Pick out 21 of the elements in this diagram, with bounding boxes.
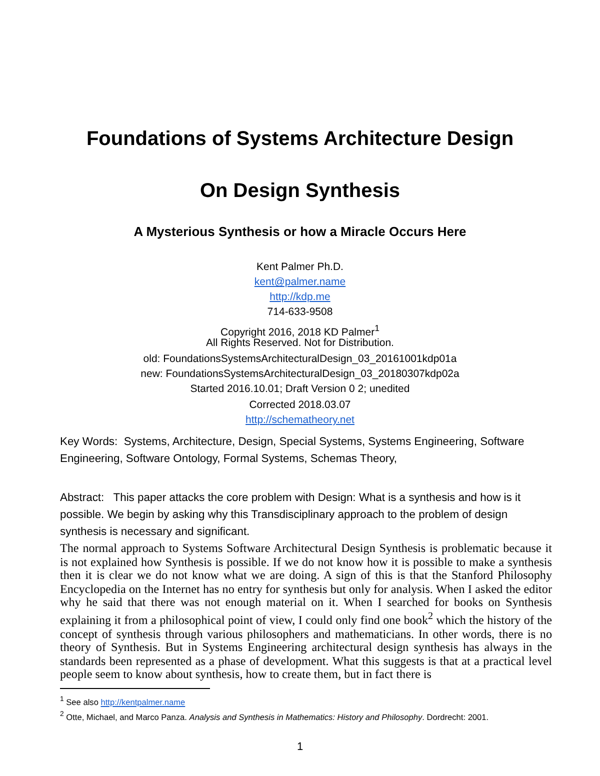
footnote: $^{2}$ Otte, Michael, and Marco Panza. Analysis and Synthesis in Mathematics: History and Philosophy. Dordrecht: 2001. bbox=[60, 710, 490, 722]
link: http://kdp.me bbox=[270, 291, 330, 304]
author-info-line: All Rights Reserved. Not for Distribution. bbox=[205, 337, 395, 350]
author-info-line: old: FoundationsSystemsArchitecturalDesign_03_20161001kdp01a bbox=[142, 353, 458, 366]
footnote: $^{1}$ See also http://kentpalmer.name bbox=[60, 695, 186, 707]
author-info-line: Corrected 2018.03.07 bbox=[248, 399, 352, 412]
author-info-line: Started 2016.10.01; Draft Version 0 2; unedited bbox=[189, 383, 411, 396]
document-title: Foundations of Systems Architecture Design bbox=[85, 128, 515, 151]
author-info-line: 714-633-9508 bbox=[266, 306, 334, 319]
author-info-line: Copyright 2016, 2018 KD Palmer$^{1}$ bbox=[220, 322, 380, 338]
paragraph: Key Words: Systems, Architecture, Design, Special Systems, Systems Engineering, Software Engineering, Software Ontology, Formal Systems, Schemas Theory, bbox=[60, 435, 526, 467]
page-number: 1 bbox=[296, 741, 304, 753]
link: http://kentpalmer.name bbox=[100, 696, 186, 707]
section-heading: On Design Synthesis bbox=[198, 180, 402, 203]
body-paragraph: The normal approach to Systems Software Architectural Design Synthesis is problematic because it is not explained how Synthesis is possible. If we do not know how it is possible to make a synthesis then it is clear we do not know what we are doing. A sign of this is that the Stanford Philosophy Encyclopedia on the Internet has no entry for synthesis but only for analysis. When I asked the editor why he said that there was not enough material on it. When I searched for books on Synthesis explaining it from a philosophical point of view, I could only find one book$^{2}$ which the history of the concept of synthesis through various philosophers and mathematicians. In other words, there is no theory of Synthesis. But in Systems Engineering architectural design synthesis has always in the standards been represented as a phase of development. What this suggests is that at a practical level people seem to know about synthesis, how to create them, but in fact there is bbox=[60, 542, 552, 682]
author-info-line: Kent Palmer Ph.D. bbox=[256, 261, 344, 274]
link: http://schematheory.net bbox=[246, 414, 354, 427]
author-info-line: new: FoundationsSystemsArchitecturalDesign_03_20180307kdp02a bbox=[140, 368, 460, 381]
link: kent@palmer.name bbox=[254, 276, 346, 289]
subtitle: A Mysterious Synthesis or how a Miracle Occurs Here bbox=[132, 224, 468, 239]
paragraph: Abstract: This paper attacks the core problem with Design: What is a synthesis and how is it possible. We begin by asking why this Transdisciplinary approach to the problem of design synthesis is necessary and significant. bbox=[60, 491, 522, 540]
